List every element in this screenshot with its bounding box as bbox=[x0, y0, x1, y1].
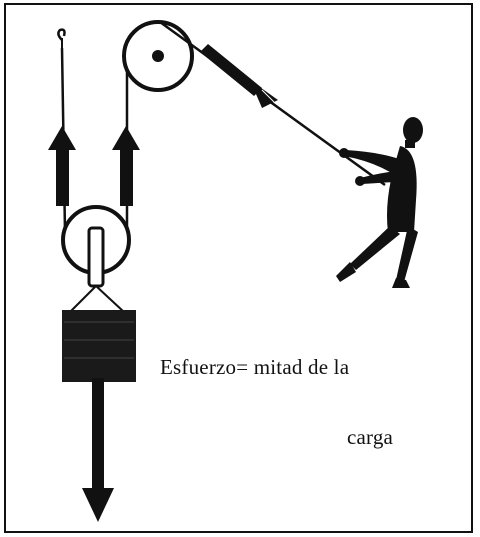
load-block-icon bbox=[62, 310, 136, 382]
pull-rope bbox=[160, 22, 385, 185]
upward-force-arrow-right bbox=[112, 126, 140, 206]
pull-direction-arrow bbox=[200, 44, 278, 108]
person-pulling-icon bbox=[336, 117, 423, 288]
upward-force-arrow-left bbox=[48, 126, 76, 206]
movable-pulley-icon bbox=[63, 207, 129, 286]
load-chains bbox=[70, 286, 124, 312]
load-force-arrow bbox=[82, 378, 114, 522]
hook-icon bbox=[58, 30, 64, 48]
caption-line-2: carga bbox=[347, 425, 393, 450]
caption-line-1: Esfuerzo= mitad de la bbox=[160, 355, 349, 380]
fixed-pulley-icon bbox=[124, 22, 192, 90]
